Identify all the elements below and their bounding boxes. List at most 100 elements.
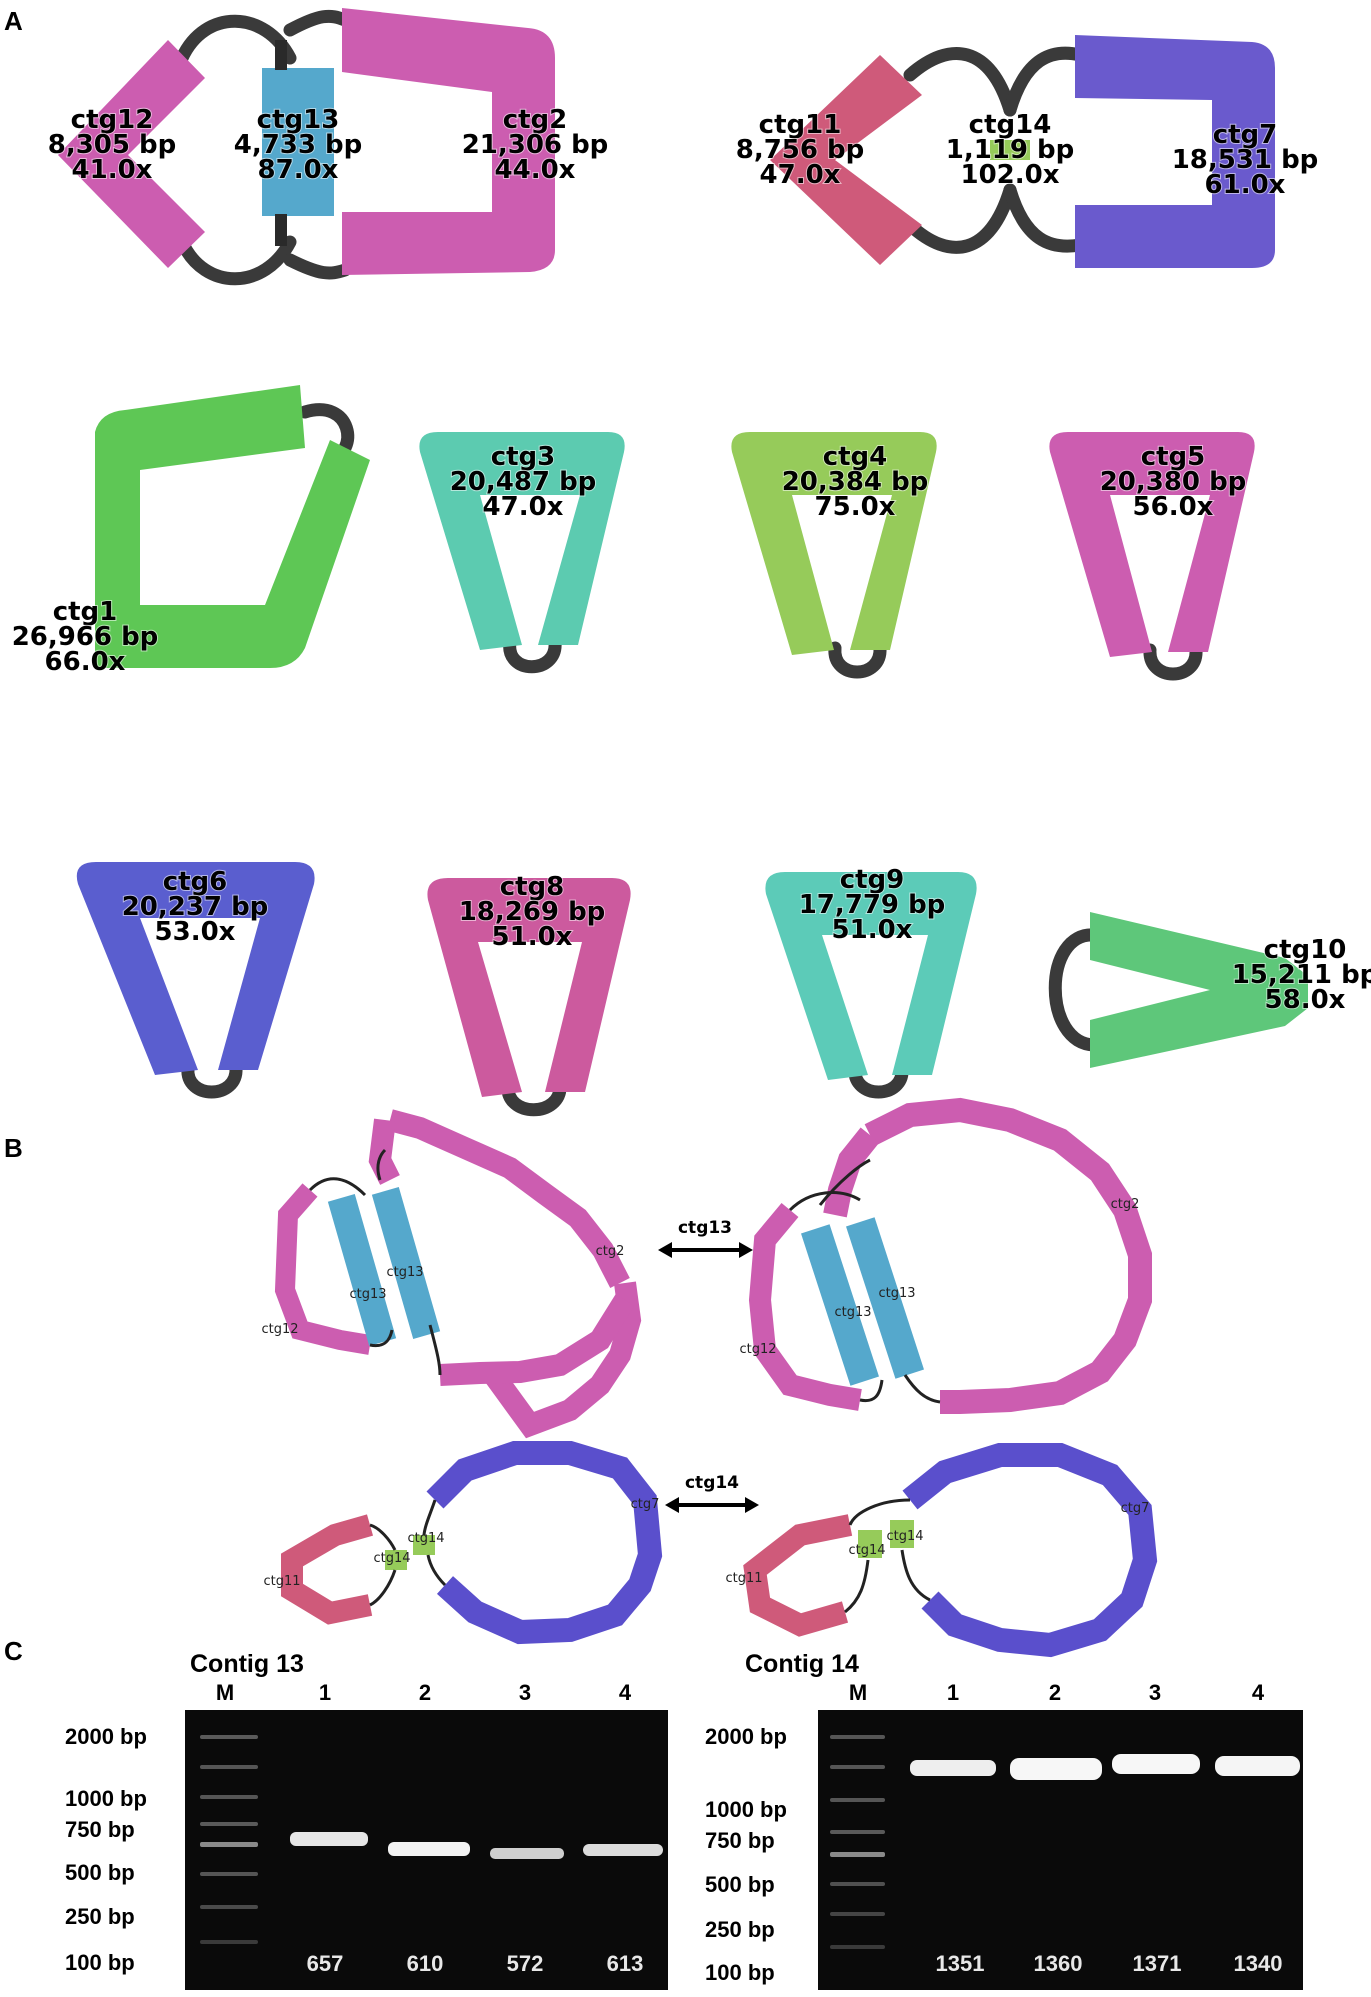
ctg9-length: 17,779 bp (799, 890, 946, 920)
ctg1-segment (95, 385, 370, 668)
link (1048, 928, 1102, 1052)
link (1003, 46, 1087, 117)
ctg2-arc (823, 1127, 880, 1218)
band-size: 572 (507, 1951, 544, 1976)
band-lane-4 (583, 1844, 663, 1856)
ctg14-label-small: ctg14 (886, 1529, 923, 1544)
graph-ctg11-ctg14-ctg7: ctg11 8,756 bp 47.0x ctg14 1,119 bp 102.… (735, 35, 1319, 268)
gel-contig14: Contig 14 M 1 2 3 4 1351 1360 1371 1340 … (705, 1650, 1303, 1990)
graph-ctg3: ctg3 20,487 bp 47.0x (419, 432, 625, 674)
ladder-band (830, 1945, 885, 1949)
band-lane-3 (1112, 1754, 1200, 1774)
ladder-band (830, 1735, 885, 1739)
ladder-label: 250 bp (705, 1917, 775, 1942)
ladder-label: 100 bp (705, 1960, 775, 1985)
ctg8-length: 18,269 bp (459, 897, 606, 927)
ctg11-label-small: ctg11 (263, 1574, 300, 1589)
ctg2-segment (342, 8, 555, 275)
ctg11-segment (770, 55, 922, 265)
lane-label: 4 (619, 1680, 632, 1705)
ladder-band (200, 1765, 258, 1769)
ctg13-segment (262, 68, 334, 216)
lane-label: M (849, 1680, 867, 1705)
ctg14-segment (413, 1535, 435, 1555)
link (501, 1078, 567, 1117)
ladder-label: 750 bp (705, 1828, 775, 1853)
link (275, 40, 287, 70)
ladder-band (830, 1798, 885, 1802)
gel-title: Contig 14 (745, 1650, 859, 1678)
arrow-head-left (658, 1242, 672, 1258)
ctg14-segment (990, 140, 1030, 160)
ladder-label: 2000 bp (705, 1724, 787, 1749)
gel-title: Contig 13 (190, 1650, 304, 1678)
link (369, 1523, 397, 1551)
ctg9-coverage: 51.0x (832, 915, 913, 945)
link (283, 253, 352, 280)
link (1143, 643, 1203, 681)
ctg13-label-small: ctg13 (349, 1287, 386, 1302)
ctg9-name: ctg9 (840, 865, 905, 895)
ladder-label: 750 bp (65, 1817, 135, 1842)
arrow-label-ctg13: ctg13 (678, 1218, 732, 1238)
graph-ctg9: ctg9 17,779 bp 51.0x (765, 864, 977, 1099)
graph-ctg4: ctg4 20,384 bp 75.0x (731, 432, 937, 679)
ladder-label: 250 bp (65, 1904, 135, 1929)
link (859, 1379, 884, 1403)
ctg13-label-small: ctg13 (878, 1286, 915, 1301)
ctg13-length: 4,733 bp (234, 130, 363, 160)
band-size: 1340 (1234, 1951, 1283, 1976)
ladder-band (830, 1765, 885, 1769)
ctg13-segment (371, 1187, 441, 1339)
lane-label: 2 (1049, 1680, 1061, 1705)
b-arrow-ctg13: ctg13 (658, 1218, 753, 1258)
ladder-label: 2000 bp (65, 1724, 147, 1749)
ctg2-arc (439, 1294, 635, 1386)
ctg7-label-small: ctg7 (1121, 1501, 1150, 1516)
link (828, 641, 887, 679)
panel-label-c: C (4, 1636, 23, 1666)
lane-label: 4 (1252, 1680, 1265, 1705)
ctg13-label-small: ctg13 (834, 1305, 871, 1320)
ctg11-arc (281, 1514, 374, 1625)
ladder-band (830, 1882, 885, 1886)
ladder-band (830, 1830, 885, 1834)
band-size: 1371 (1133, 1951, 1182, 1976)
ctg14-label-small: ctg14 (407, 1531, 444, 1546)
band-size: 657 (307, 1951, 344, 1976)
ctg10-coverage: 58.0x (1265, 985, 1346, 1015)
ctg1-coverage: 66.0x (45, 647, 126, 677)
ctg11-coverage: 47.0x (760, 160, 841, 190)
b-ctg13-config-left: ctg2 ctg13 ctg13 ctg12 (261, 1109, 642, 1439)
ctg14-name: ctg14 (969, 110, 1052, 140)
ctg13-segment (801, 1224, 879, 1386)
ctg7-coverage: 61.0x (1205, 170, 1286, 200)
ctg4-length: 20,384 bp (782, 467, 929, 497)
b-arrow-ctg14: ctg14 (665, 1473, 759, 1513)
ctg14-coverage: 102.0x (960, 160, 1059, 190)
link (848, 1498, 911, 1526)
ctg2-arc (864, 1097, 1152, 1414)
graph-ctg8: ctg8 18,269 bp 51.0x (427, 871, 631, 1117)
ctg6-name: ctg6 (163, 867, 228, 897)
ctg14-segment (890, 1520, 914, 1548)
ctg2-arc (387, 1109, 630, 1289)
link (848, 1061, 909, 1099)
ctg12-name: ctg12 (71, 105, 154, 135)
link (181, 1061, 243, 1099)
ctg2-arc (481, 1281, 642, 1439)
ctg12-length: 8,305 bp (48, 130, 177, 160)
ctg2-length: 21,306 bp (462, 130, 609, 160)
panel-label-a: A (4, 6, 23, 36)
link (903, 183, 1017, 254)
ctg3-segment (419, 432, 625, 650)
ctg2-name: ctg2 (503, 105, 568, 135)
ctg6-length: 20,237 bp (122, 892, 269, 922)
ladder-bands (200, 1735, 258, 1944)
ladder-label: 100 bp (65, 1950, 135, 1975)
ctg4-name: ctg4 (823, 442, 888, 472)
gel-contig13: Contig 13 M 1 2 3 4 657 610 572 613 2000… (65, 1650, 668, 1990)
ctg13-segment (327, 1194, 397, 1346)
ctg9-segment (765, 872, 977, 1080)
